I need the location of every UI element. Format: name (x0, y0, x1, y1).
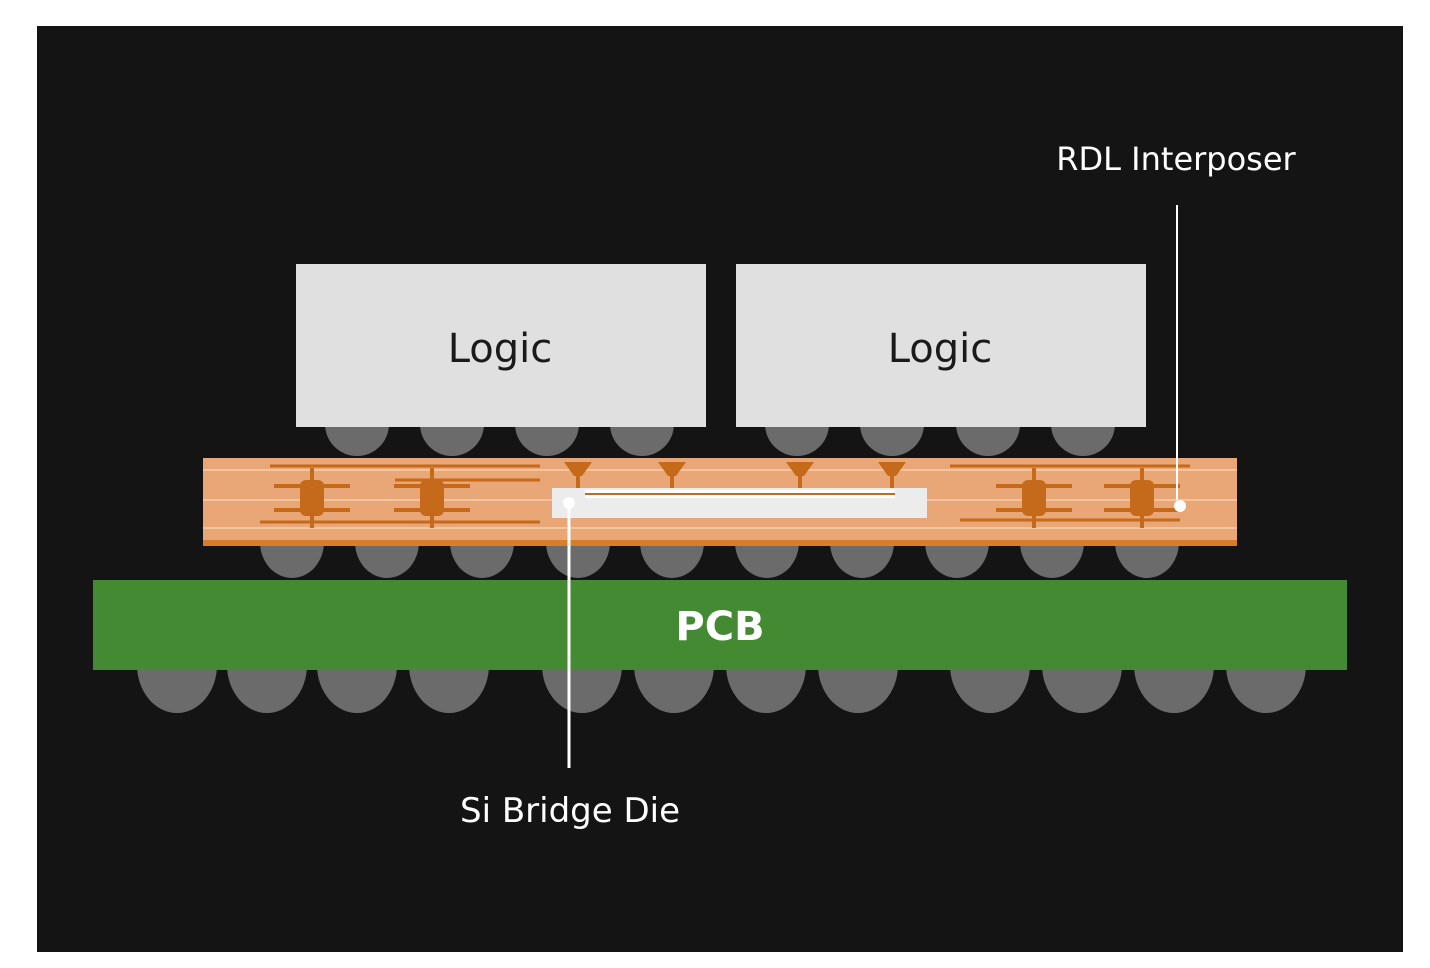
pcb-solder-balls (137, 665, 1306, 713)
pcb-solder-ball (227, 665, 307, 713)
landing-pad (786, 462, 814, 476)
interposer-bump (925, 542, 989, 578)
pcb-solder-ball (409, 665, 489, 713)
interposer-bumps (260, 542, 1179, 578)
logic-die-left (296, 264, 706, 427)
pcb-solder-ball (818, 665, 898, 713)
interposer-bump (1115, 542, 1179, 578)
pcb-solder-ball (137, 665, 217, 713)
logic-die-right-label: Logic (888, 326, 993, 372)
logic-micro-bumps (325, 424, 1115, 456)
logic-die-left-label: Logic (448, 326, 553, 372)
pcb-solder-ball (1134, 665, 1214, 713)
landing-pad (878, 462, 906, 476)
logic-die-right (736, 264, 1146, 427)
interposer-bump (735, 542, 799, 578)
interposer-bump (1020, 542, 1084, 578)
micro-bump (325, 424, 389, 456)
pcb-solder-ball (1226, 665, 1306, 713)
interposer-bump (640, 542, 704, 578)
pcb-solder-ball (726, 665, 806, 713)
micro-bump (765, 424, 829, 456)
pcb-solder-ball (950, 665, 1030, 713)
landing-pad (564, 462, 592, 476)
interposer-bump (260, 542, 324, 578)
si-bridge-die-label: Si Bridge Die (460, 791, 680, 831)
pcb-solder-ball (317, 665, 397, 713)
pcb-board (93, 580, 1347, 670)
rdl-interposer-label: RDL Interposer (1056, 140, 1296, 178)
interposer-bump (546, 542, 610, 578)
micro-bump (860, 424, 924, 456)
micro-bump (1051, 424, 1115, 456)
micro-bump (515, 424, 579, 456)
rdl-interposer (203, 458, 1237, 546)
interposer-bump (355, 542, 419, 578)
si-bridge-die (552, 488, 927, 518)
micro-bump (420, 424, 484, 456)
rdl-interposer-callout-dot (1174, 500, 1186, 512)
landing-pad (658, 462, 686, 476)
interposer-bump (450, 542, 514, 578)
micro-bump (610, 424, 674, 456)
pcb-solder-ball (542, 665, 622, 713)
interposer-traces (260, 462, 1190, 528)
interposer-bump (830, 542, 894, 578)
pcb-label: PCB (675, 604, 764, 650)
si-bridge-die-callout-dot (563, 497, 575, 509)
micro-bump (956, 424, 1020, 456)
pcb-solder-ball (1042, 665, 1122, 713)
pcb-solder-ball (634, 665, 714, 713)
